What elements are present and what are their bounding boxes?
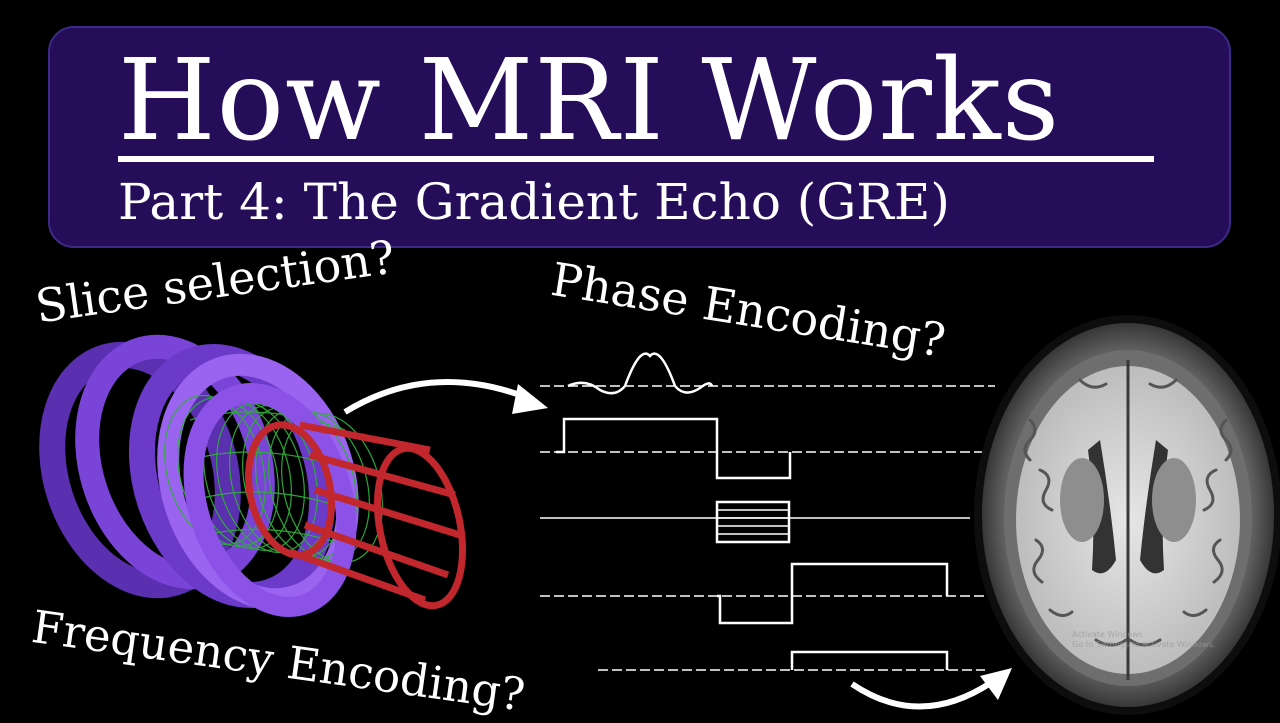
pulse-sequence-diagram	[540, 352, 995, 671]
page-title: How MRI Works	[118, 36, 1061, 166]
page-subtitle: Part 4: The Gradient Echo (GRE)	[118, 173, 950, 231]
watermark-line2: Go to Settings to activate Windows.	[1072, 640, 1216, 649]
activate-windows-watermark: Activate Windows Go to Settings to activ…	[1072, 630, 1215, 650]
mri-magnet-coil-illustration	[39, 334, 467, 617]
slice-gradient-line	[540, 417, 985, 480]
watermark-line1: Activate Windows	[1072, 630, 1144, 639]
brain-mri-scan	[974, 315, 1280, 715]
phase-gradient-line	[540, 500, 970, 544]
rf-pulse-line	[540, 352, 995, 395]
title-divider	[118, 156, 1154, 162]
title-banner: How MRI Works Part 4: The Gradient Echo …	[48, 26, 1231, 248]
curved-arrow-icon	[343, 379, 548, 415]
curved-arrow-icon	[850, 668, 1012, 710]
frequency-gradient-line	[540, 562, 985, 625]
signal-line	[598, 650, 985, 671]
